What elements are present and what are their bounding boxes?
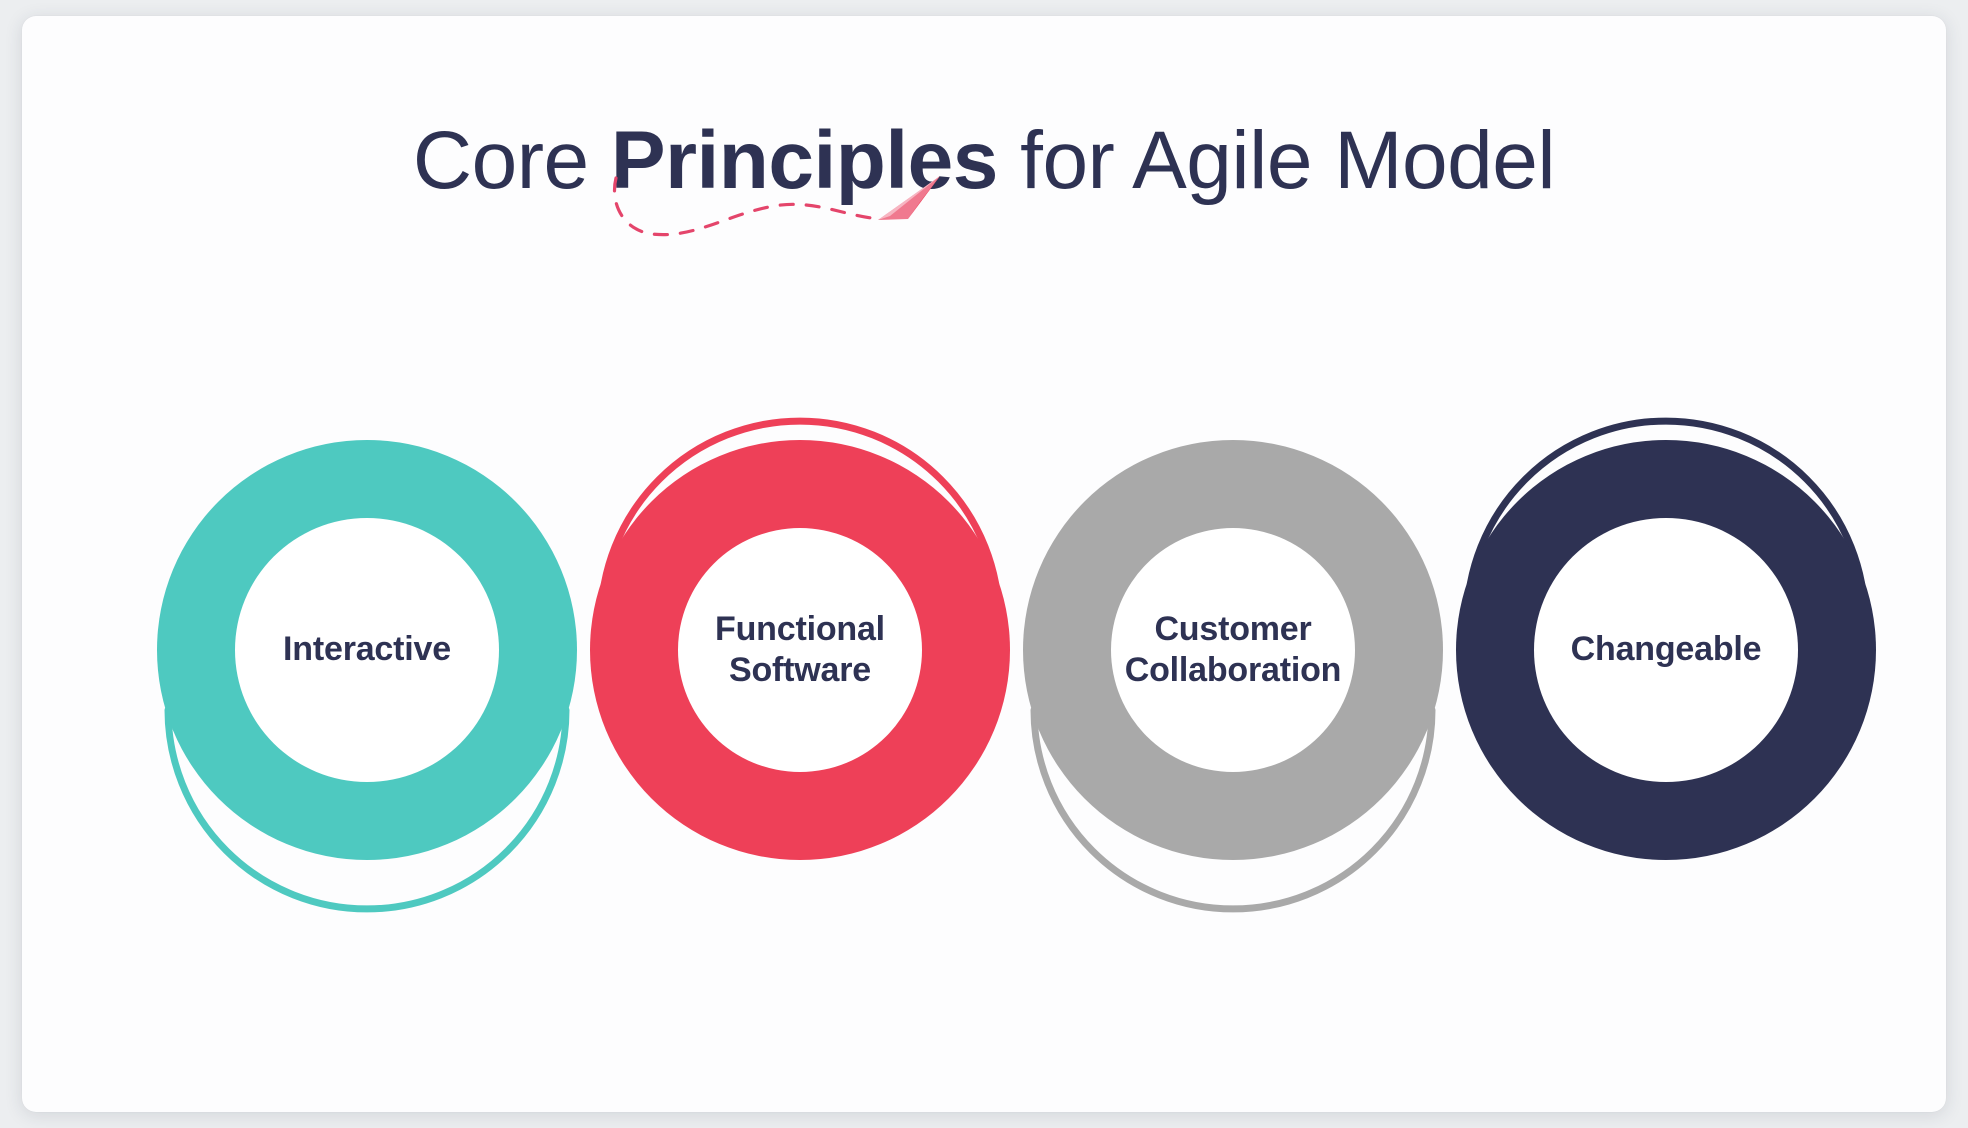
principle-card-customer-collaboration[interactable]: Customer Collaboration	[998, 420, 1443, 913]
principle-card-functional-software[interactable]: Functional Software	[565, 417, 1010, 880]
principle-card-interactive[interactable]: Interactive	[132, 420, 577, 913]
decorative-arc-bottom	[164, 706, 570, 913]
principle-card-changeable[interactable]: Changeable	[1431, 417, 1876, 880]
donut-ring	[1023, 440, 1443, 860]
page-title-part-3: for Agile Model	[997, 115, 1556, 206]
decorative-arc-top	[597, 417, 1003, 624]
principles-donut-row: Interactive Functional Software Customer…	[22, 417, 1946, 913]
principle-label: Customer Collaboration	[1124, 609, 1342, 689]
donut-ring	[590, 440, 1010, 860]
donut-ring	[1456, 440, 1876, 860]
donut-ring	[157, 440, 577, 860]
page-title-part-1: Core	[412, 115, 611, 206]
page-title: Core Principles for Agile Model	[22, 120, 1946, 202]
page-title-emphasis: Principles	[610, 115, 998, 206]
slide-card: Core Principles for Agile Model Interact…	[22, 16, 1946, 1112]
principle-label: Changeable	[1570, 630, 1762, 669]
decorative-arc-bottom	[1030, 706, 1436, 913]
principle-label: Interactive	[283, 630, 451, 669]
decorative-arc-top	[1463, 417, 1869, 624]
principle-label: Functional Software	[715, 609, 885, 689]
